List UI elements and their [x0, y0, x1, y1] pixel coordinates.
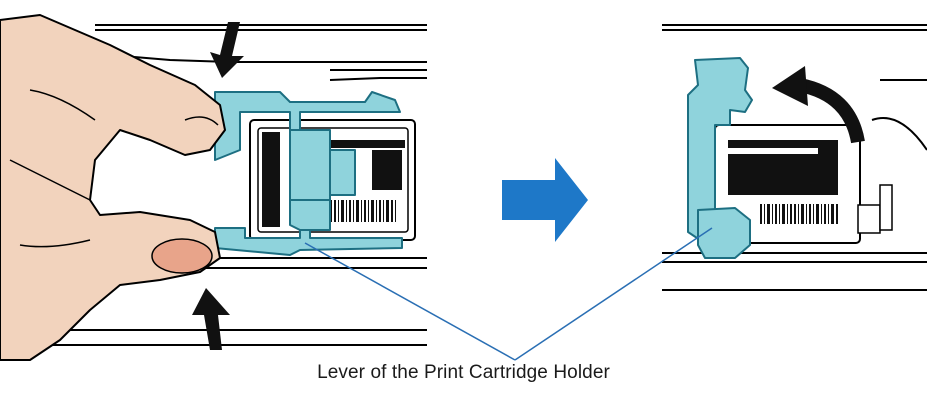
- right-barcode: [760, 204, 838, 224]
- left-lever: [214, 91, 403, 256]
- hand: [0, 14, 226, 361]
- right-lever: [687, 57, 753, 259]
- right-cartridge: [714, 124, 893, 244]
- right-panel: [662, 24, 927, 291]
- right-arrow-icon: [502, 158, 588, 242]
- press-arrows-icon: [192, 22, 244, 350]
- up-arrow-icon: [192, 288, 230, 350]
- curved-arrow-icon: [772, 66, 865, 144]
- thumb-nail: [151, 238, 213, 274]
- left-panel: [0, 14, 427, 361]
- down-arrow-icon: [210, 22, 244, 78]
- leader-lines: [304, 227, 713, 361]
- lever-caption: Lever of the Print Cartridge Holder: [317, 362, 610, 383]
